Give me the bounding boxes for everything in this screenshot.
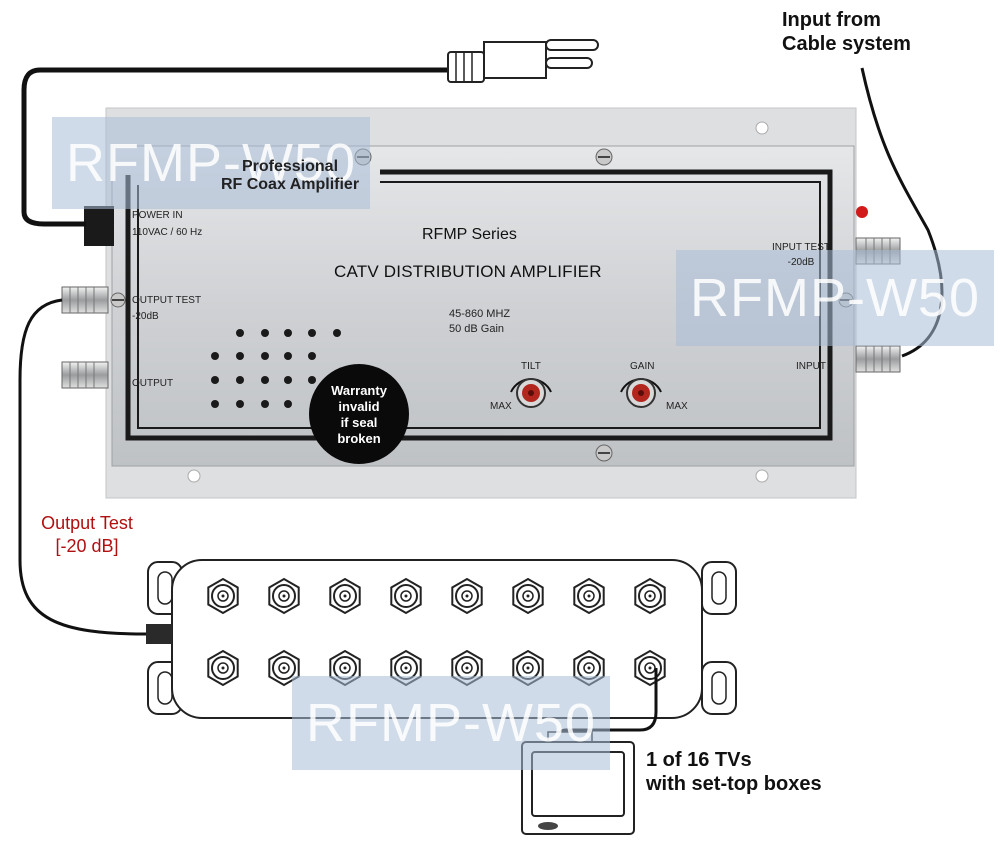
splitter-output-port bbox=[634, 577, 666, 615]
power-cord bbox=[21, 67, 452, 227]
power-plug-icon bbox=[447, 39, 599, 83]
input-annotation-line-2: Cable system bbox=[782, 33, 911, 55]
spec-frequency: 45-860 MHZ bbox=[449, 308, 511, 320]
series-label: RFMP Series bbox=[422, 226, 517, 243]
power-inlet bbox=[84, 206, 114, 246]
splitter-output-port bbox=[573, 577, 605, 615]
splitter-input-connector bbox=[146, 624, 172, 644]
output-annotation-line-1: Output Test bbox=[41, 513, 133, 533]
input-label: INPUT bbox=[796, 361, 826, 372]
seal-line-1: Warranty bbox=[331, 383, 387, 398]
panel-stripe bbox=[125, 169, 833, 441]
tv-annotation-line-2: with set-top boxes bbox=[646, 773, 822, 795]
badge-line-2: RF Coax Amplifier bbox=[220, 176, 360, 193]
tilt-knob[interactable] bbox=[510, 378, 552, 408]
tilt-max-label: MAX bbox=[490, 401, 512, 412]
output-test-label: OUTPUT TEST -20dB bbox=[132, 293, 201, 325]
output-annotation-line-2: [-20 dB] bbox=[55, 536, 119, 556]
warranty-seal-text: Warranty invalid if seal broken bbox=[311, 383, 407, 447]
screw-icon bbox=[110, 292, 126, 308]
output-test-line-2: -20dB bbox=[132, 311, 159, 322]
tilt-label: TILT bbox=[521, 361, 541, 372]
output-test-annotation: Output Test [-20 dB] bbox=[22, 512, 152, 558]
output-test-line-1: OUTPUT TEST bbox=[132, 295, 202, 306]
input-test-label: INPUT TEST -20dB bbox=[772, 240, 830, 270]
badge-line-1: Professional bbox=[241, 158, 339, 175]
input-annotation-line-1: Input from bbox=[782, 9, 881, 31]
splitter-output-port bbox=[451, 577, 483, 615]
ventilation-grille bbox=[211, 329, 341, 408]
output-connector bbox=[61, 361, 109, 389]
warranty-seal bbox=[309, 364, 409, 464]
gain-label: GAIN bbox=[630, 361, 655, 372]
tv-annotation-line-1: 1 of 16 TVs bbox=[646, 749, 752, 771]
splitter-output-port bbox=[207, 649, 239, 687]
power-led bbox=[856, 206, 868, 218]
power-in-label: POWER IN 110VAC / 60 Hz bbox=[132, 207, 202, 241]
watermark: RFMP-W50 bbox=[676, 250, 994, 346]
splitter-output-port bbox=[207, 577, 239, 615]
mounting-hole bbox=[755, 121, 769, 135]
splitter-output-port bbox=[329, 577, 361, 615]
gain-max-label: MAX bbox=[666, 401, 688, 412]
input-cable-annotation: Input from Cable system bbox=[782, 8, 911, 56]
panel-stripe bbox=[137, 181, 821, 429]
seal-line-3: if seal bbox=[340, 415, 378, 430]
screw-icon bbox=[595, 444, 613, 462]
seal-line-2: invalid bbox=[338, 399, 380, 414]
screw-icon bbox=[595, 148, 613, 166]
power-in-line-1: POWER IN bbox=[132, 210, 183, 221]
output-test-cable bbox=[18, 298, 147, 636]
mounting-hole bbox=[755, 469, 769, 483]
tv-annotation: 1 of 16 TVs with set-top boxes bbox=[646, 748, 822, 796]
power-in-line-2: 110VAC / 60 Hz bbox=[132, 227, 203, 238]
mounting-hole bbox=[187, 469, 201, 483]
amplifier-title: CATV DISTRIBUTION AMPLIFIER bbox=[334, 262, 602, 281]
splitter-output-port bbox=[268, 649, 300, 687]
input-test-line-1: INPUT TEST bbox=[772, 242, 830, 253]
splitter-output-port bbox=[512, 577, 544, 615]
output-label: OUTPUT bbox=[132, 378, 174, 389]
seal-line-4: broken bbox=[337, 431, 381, 446]
input-test-line-2: -20dB bbox=[787, 257, 815, 268]
input-connector bbox=[855, 345, 901, 373]
splitter-output-port bbox=[634, 649, 666, 687]
splitter-output-port bbox=[268, 577, 300, 615]
watermark: RFMP-W50 bbox=[292, 676, 610, 770]
gain-knob[interactable] bbox=[620, 378, 662, 408]
output-test-connector bbox=[61, 286, 109, 314]
splitter-output-port bbox=[390, 577, 422, 615]
amplifier-badge: Professional RF Coax Amplifier bbox=[212, 158, 368, 194]
spec-gain: 50 dB Gain bbox=[449, 323, 505, 335]
watermark: RFMP-W50 bbox=[52, 117, 370, 209]
